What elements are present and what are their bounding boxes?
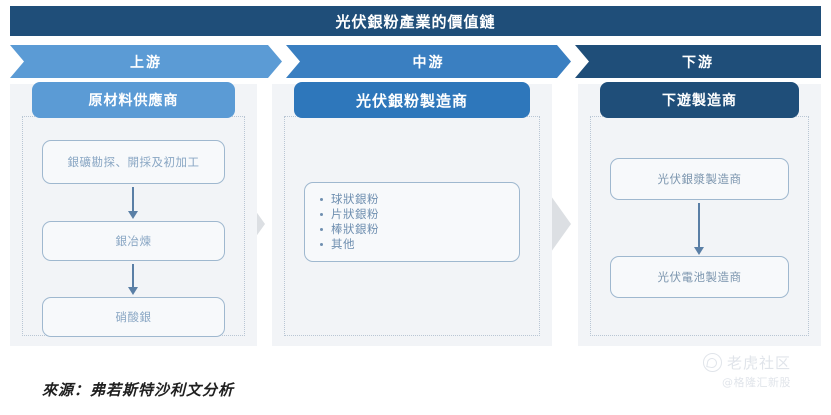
upstream-header-text: 原材料供應商 [88, 93, 179, 109]
upstream-node-3[interactable]: 硝酸銀 [42, 297, 225, 337]
midstream-bullet-4: 其他 [320, 237, 519, 252]
midstream-bullet-1: 球狀銀粉 [320, 192, 519, 207]
stage-chevron-downstream[interactable]: 下游 [575, 45, 821, 78]
source-note: 來源：弗若斯特沙利文分析 [42, 381, 235, 399]
stage-label-upstream: 上游 [130, 54, 162, 71]
watermark: 老虎社区 @格隆汇新股 [703, 352, 791, 390]
tiger-logo-icon [703, 353, 722, 372]
stage-label-midstream: 中游 [412, 54, 445, 71]
downstream-arrow-1 [694, 203, 704, 255]
upstream-node-2[interactable]: 銀冶煉 [42, 221, 225, 261]
downstream-header-text: 下遊製造商 [662, 93, 737, 109]
upstream-node-1[interactable]: 銀礦勘探、開採及初加工 [42, 140, 225, 184]
downstream-node-2-text: 光伏電池製造商 [657, 270, 742, 284]
midstream-bullet-3: 棒狀銀粉 [320, 222, 519, 237]
downstream-node-2[interactable]: 光伏電池製造商 [610, 256, 789, 298]
upstream-node-3-text: 硝酸銀 [115, 310, 152, 324]
page-title: 光伏銀粉產業的價值鏈 [10, 6, 821, 36]
midstream-bullet-2: 片狀銀粉 [320, 207, 519, 222]
column-downstream: 下遊製造商 光伏銀漿製造商 光伏電池製造商 [578, 82, 821, 346]
upstream-node-1-text: 銀礦勘探、開採及初加工 [67, 155, 200, 169]
downstream-header: 下遊製造商 [600, 82, 799, 118]
upstream-header: 原材料供應商 [32, 82, 235, 118]
upstream-arrow-1 [128, 187, 138, 219]
upstream-arrow-2 [128, 264, 138, 295]
midstream-header-text: 光伏銀粉製造商 [355, 91, 468, 110]
watermark-handle: @格隆汇新股 [722, 376, 792, 389]
column-upstream: 原材料供應商 銀礦勘探、開採及初加工 銀冶煉 硝酸銀 [10, 82, 257, 346]
column-midstream: 光伏銀粉製造商 球狀銀粉 片狀銀粉 棒狀銀粉 其他 [272, 82, 552, 346]
page-title-text: 光伏銀粉產業的價值鏈 [335, 12, 496, 31]
midstream-header: 光伏銀粉製造商 [294, 82, 530, 118]
stage-band: 上游 中游 下游 [10, 45, 821, 78]
stage-chevron-upstream[interactable]: 上游 [10, 45, 282, 78]
stage-chevron-midstream[interactable]: 中游 [286, 45, 571, 78]
midstream-product-list[interactable]: 球狀銀粉 片狀銀粉 棒狀銀粉 其他 [304, 182, 520, 262]
watermark-name: 老虎社区 [727, 354, 792, 372]
stage-label-downstream: 下游 [682, 54, 714, 71]
downstream-node-1[interactable]: 光伏銀漿製造商 [610, 158, 789, 200]
downstream-node-1-text: 光伏銀漿製造商 [657, 172, 742, 186]
upstream-node-2-text: 銀冶煉 [115, 234, 152, 248]
connector-arrow-midstream-to-downstream [551, 196, 571, 252]
